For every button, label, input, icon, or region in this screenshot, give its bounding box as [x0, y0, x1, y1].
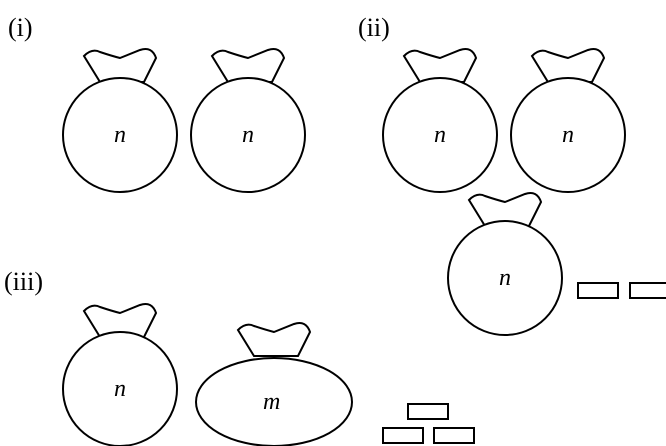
- block: [407, 403, 449, 420]
- block: [577, 282, 619, 299]
- part-label-i: (i): [8, 13, 33, 42]
- bag-label: n: [114, 376, 126, 402]
- bag-iii-1: n: [62, 303, 178, 446]
- bag-label: n: [499, 265, 511, 291]
- bag-label: m: [263, 389, 280, 415]
- bag-ii-2: n: [510, 48, 626, 193]
- block: [382, 427, 424, 444]
- bag-ii-1: n: [382, 48, 498, 193]
- bag-label: n: [114, 122, 126, 148]
- bag-ii-3: n: [447, 192, 563, 336]
- part-label-ii: (ii): [358, 13, 390, 42]
- bag-label: n: [242, 122, 254, 148]
- block: [629, 282, 666, 299]
- bag-label: n: [434, 122, 446, 148]
- bag-i-1: n: [62, 48, 178, 193]
- part-label-iii: (iii): [4, 267, 43, 296]
- bag-i-2: n: [190, 48, 306, 193]
- bag-iii-2: m: [195, 322, 353, 446]
- bag-label: n: [562, 122, 574, 148]
- block: [433, 427, 475, 444]
